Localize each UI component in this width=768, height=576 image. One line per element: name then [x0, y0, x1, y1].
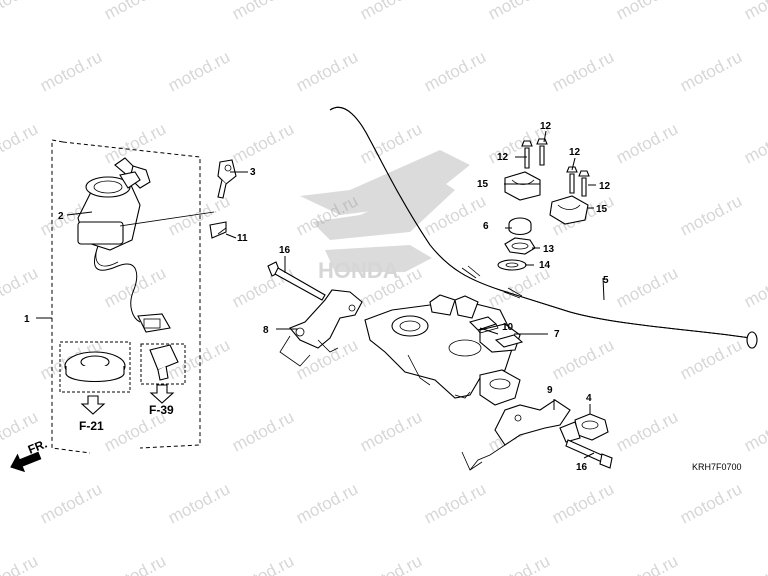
screw-11 [119, 211, 227, 239]
watermark-text: motod.ru [741, 0, 768, 24]
callout-number: 5 [603, 275, 609, 286]
callout-number: 2 [58, 211, 64, 222]
watermark-text: motod.ru [0, 119, 41, 167]
watermark-text: motod.ru [229, 263, 297, 311]
watermark-text: motod.ru [0, 551, 41, 576]
watermark-text: motod.ru [549, 479, 617, 527]
front-direction-label: FR. [26, 437, 49, 457]
ignition-cover-cap [59, 341, 131, 393]
callout-number: 12 [497, 152, 509, 163]
washer [497, 259, 527, 271]
watermark-text: motod.ru [677, 191, 745, 239]
callout-number: 16 [279, 245, 291, 256]
watermark-text: motod.ru [165, 479, 233, 527]
watermark-text: motod.ru [357, 407, 425, 455]
watermark-text: motod.ru [229, 119, 297, 167]
watermark-text: motod.ru [37, 479, 105, 527]
callout-number: 6 [483, 221, 489, 232]
watermark-text: motod.ru [485, 0, 553, 24]
watermark-text: motod.ru [741, 551, 768, 576]
bolt-16-right [565, 439, 613, 469]
top-bridge [364, 294, 524, 406]
callout-number: 9 [547, 385, 553, 396]
watermark-text: motod.ru [677, 47, 745, 95]
watermark-text: motod.ru [293, 479, 361, 527]
holder-bolts [521, 138, 590, 197]
callout-number: 15 [477, 179, 489, 190]
watermark-text: motod.ru [165, 47, 233, 95]
watermark-text: motod.ru [229, 551, 297, 576]
callout-number: 16 [576, 462, 588, 473]
callout-number: 15 [596, 204, 608, 215]
watermark-text: motod.ru [229, 407, 297, 455]
watermark-text: motod.ru [741, 407, 768, 455]
front-direction-arrow [10, 451, 42, 473]
watermark-text: motod.ru [37, 47, 105, 95]
handlebar-holder-upper-right [549, 195, 589, 225]
callout-number: 14 [539, 260, 551, 271]
right-cable-stay [461, 399, 571, 471]
watermark-text: motod.ru [613, 407, 681, 455]
callout-number: 4 [586, 393, 592, 404]
watermark-text: motod.ru [613, 263, 681, 311]
bolt-16-left [267, 261, 326, 301]
watermark-text: motod.ru [421, 47, 489, 95]
watermark-text: motod.ru [357, 119, 425, 167]
watermark-text: motod.ru [229, 0, 297, 24]
watermark-text: motod.ru [677, 335, 745, 383]
handlebar-holder-upper-left [504, 171, 541, 201]
callout-number: 7 [554, 329, 560, 340]
watermark-text: motod.ru [0, 263, 41, 311]
callout-number: 12 [569, 147, 581, 158]
watermark-text: motod.ru [549, 335, 617, 383]
watermark-text: motod.ru [101, 0, 169, 24]
switch-connector-part [140, 343, 186, 385]
reference-label: F-21 [79, 419, 104, 433]
steering-stem-nut [504, 237, 536, 255]
reference-label: F-39 [149, 403, 174, 417]
ignition-switch [77, 157, 171, 333]
watermark-text: motod.ru [613, 119, 681, 167]
stem-cap [508, 217, 532, 236]
callout-number: 12 [599, 181, 611, 192]
handlebar-pipe [329, 106, 758, 349]
watermark-text: motod.ru [101, 119, 169, 167]
leader-lines [66, 130, 605, 459]
callout-number: 8 [263, 325, 269, 336]
diagram-code: KRH7F0700 [692, 462, 742, 472]
callout-number: 13 [543, 244, 555, 255]
watermark-text: motod.ru [0, 0, 41, 24]
watermark-text: motod.ru [485, 551, 553, 576]
left-cable-stay [279, 289, 363, 367]
watermark-text: motod.ru [357, 551, 425, 576]
ignition-key [217, 159, 237, 199]
watermark-text: motod.ru [357, 0, 425, 24]
watermark-text: motod.ru [613, 551, 681, 576]
callout-number: 12 [540, 121, 552, 132]
watermark-text: motod.ru [421, 479, 489, 527]
watermark-text: motod.ru [613, 0, 681, 24]
honda-wing-logo: HONDA [300, 150, 470, 283]
watermark-text: motod.ru [101, 551, 169, 576]
watermark-text: motod.ru [741, 119, 768, 167]
callout-number: 1 [24, 314, 30, 325]
watermark-text: motod.ru [293, 47, 361, 95]
callout-number: 3 [250, 167, 256, 178]
honda-logo-text: HONDA [318, 258, 399, 283]
watermark-text: motod.ru [549, 47, 617, 95]
callout-number: 11 [237, 233, 248, 244]
reference-arrows [80, 384, 175, 415]
watermark-text: motod.ru [741, 263, 768, 311]
watermark-text: motod.ru [677, 479, 745, 527]
callout-number: 10 [502, 322, 514, 333]
watermark-text: motod.ru [293, 335, 361, 383]
ignition-switch-group-frame [36, 139, 201, 454]
handlebar-clamp [559, 413, 609, 443]
